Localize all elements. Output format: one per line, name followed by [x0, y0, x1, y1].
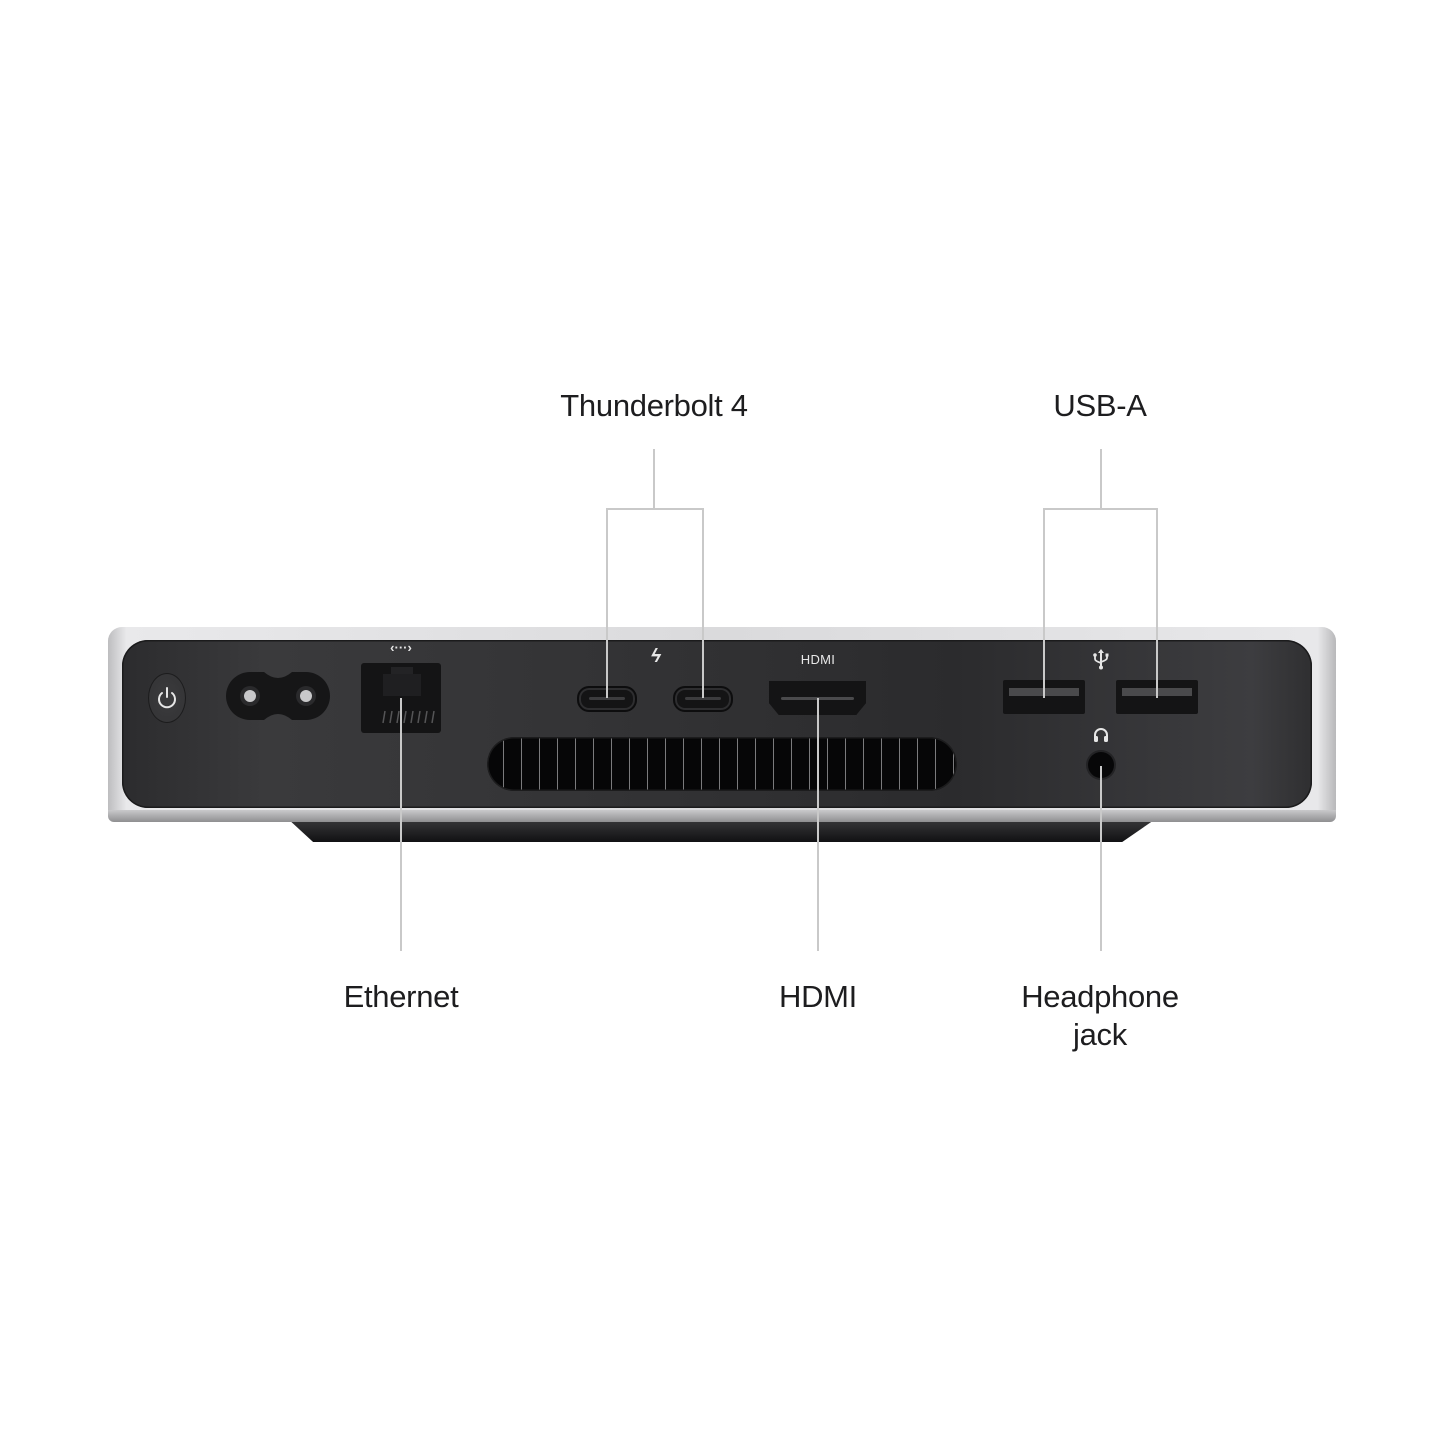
headphone-icon [1092, 726, 1110, 744]
power-icon [158, 687, 176, 709]
headphone-leader [1100, 766, 1102, 951]
ethernet-icon: ‹···› [390, 640, 412, 655]
device-foot [287, 818, 1157, 842]
ethernet-label: Ethernet [343, 979, 459, 1014]
thunderbolt-leader-bar [606, 508, 703, 510]
thunderbolt-label: Thunderbolt 4 [560, 388, 748, 423]
thunderbolt-leader-right [702, 508, 704, 698]
ethernet-leader [400, 698, 402, 951]
power-inlet-icon [226, 672, 330, 720]
usb-a-leader-bar [1043, 508, 1157, 510]
hdmi-leader [817, 698, 819, 951]
thunderbolt-icon: ϟ [650, 646, 662, 667]
thunderbolt-leader-left [606, 508, 608, 698]
usb-icon [1091, 648, 1111, 670]
hdmi-port-label: HDMI [800, 652, 836, 667]
usb-a-label: USB-A [1053, 388, 1147, 423]
usb-a-leader-stem [1100, 449, 1102, 509]
thunderbolt-leader-stem [653, 449, 655, 509]
usb-a-leader-right [1156, 508, 1158, 698]
hdmi-label: HDMI [778, 979, 857, 1014]
usb-a-leader-left [1043, 508, 1045, 698]
ethernet-port-detail [382, 667, 435, 724]
headphone-label-line1: Headphone [1021, 979, 1179, 1014]
power-inlet[interactable] [224, 670, 332, 722]
device-shell-bottom-edge [108, 810, 1336, 822]
power-button[interactable] [148, 673, 186, 723]
air-vent [487, 737, 957, 791]
headphone-label-line2: jack [1073, 1017, 1127, 1052]
